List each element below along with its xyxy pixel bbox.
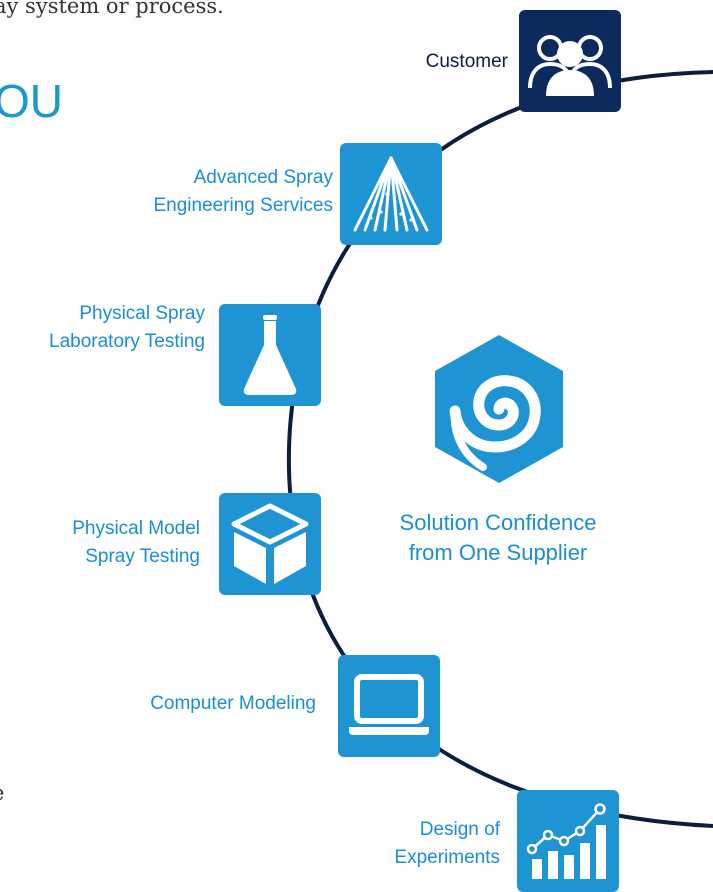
customer-label: Customer — [425, 51, 508, 72]
spray-fan-icon — [353, 156, 429, 232]
design-experiments-label: Design of Experiments — [394, 819, 500, 868]
design-experiments-box — [517, 790, 619, 892]
advanced-spray-label: Advanced Spray Engineering Services — [153, 167, 333, 216]
bar-chart-icon — [526, 803, 606, 879]
spiral-logo-icon — [435, 335, 563, 483]
model-testing-box — [219, 493, 321, 595]
heading-fragment: OU — [0, 75, 63, 127]
lab-testing-box — [219, 304, 321, 406]
model-testing-label: Physical Model Spray Testing — [72, 518, 200, 567]
intro-text: ay system or process. — [0, 0, 224, 18]
computer-modeling-label: Computer Modeling — [150, 693, 316, 714]
cube-icon — [231, 503, 309, 584]
lab-testing-label: Physical Spray Laboratory Testing — [49, 303, 205, 352]
flask-icon — [243, 315, 297, 395]
people-icon — [528, 35, 612, 96]
customer-box — [519, 10, 621, 112]
laptop-icon — [349, 674, 429, 735]
body-text-fragment: e — [0, 781, 4, 805]
center-caption: Solution Confidence from One Supplier — [399, 510, 597, 565]
advanced-spray-box — [340, 143, 442, 245]
computer-modeling-box — [338, 655, 440, 757]
